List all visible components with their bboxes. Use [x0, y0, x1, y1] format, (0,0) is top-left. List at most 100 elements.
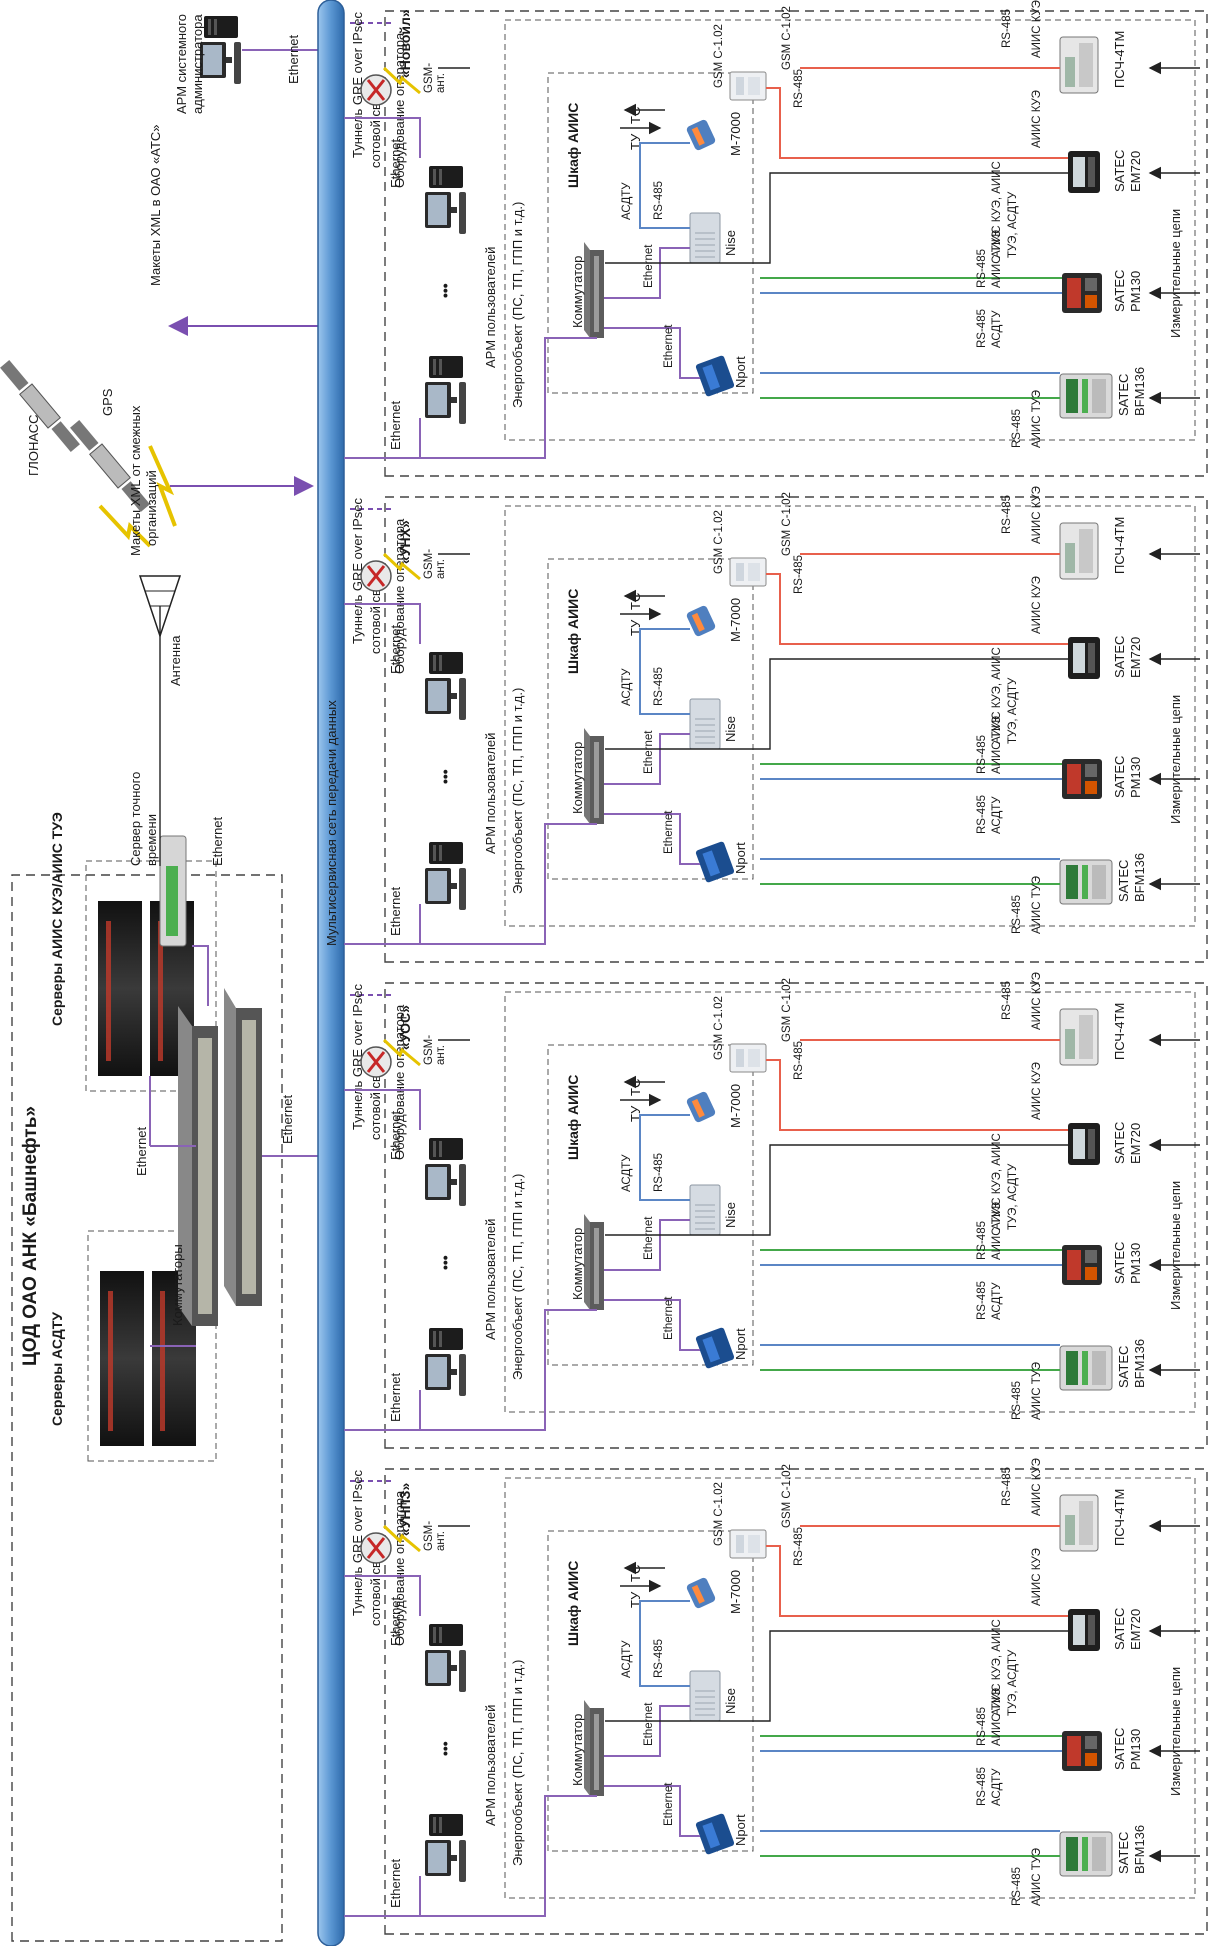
nport-eth [604, 328, 700, 378]
data-center-title: ЦОД ОАО АНК «Башнефть» [20, 1106, 41, 1366]
nise-label: Nise [723, 1688, 738, 1714]
rs485-label: RS-485 [793, 1527, 805, 1566]
ant-label: ант. [435, 73, 447, 93]
satec-bfm-label-2: BFM136 [1132, 853, 1147, 902]
arm-users-label: АРМ пользователей [483, 247, 498, 368]
satec-pm-label-2: PM130 [1128, 1243, 1143, 1284]
rs485-label: RS-485 [1011, 1381, 1023, 1420]
nport-icon [695, 1327, 735, 1369]
multiservice-bus: Мультисервисная сеть передачи данных [318, 0, 344, 1946]
m7000-icon [686, 119, 717, 152]
admin-workstation-icon [200, 16, 241, 84]
satec-em-label-1: SATEC [1112, 1608, 1127, 1650]
energy-object-label: Энергообъект (ПС, ТП, ГПП и т.д.) [510, 1174, 525, 1380]
rs485-label: RS-485 [976, 795, 988, 834]
gsm-c102-label: GSM C-1.02 [781, 1464, 793, 1528]
nport-eth [604, 1786, 700, 1836]
satec-em720-icon [1068, 151, 1100, 193]
ethernet-label: Ethernet [280, 1094, 295, 1144]
user-workstation-icon [425, 356, 466, 424]
measurement-circuits-label: Измерительные цепи [1168, 695, 1183, 824]
antenna-label: Антенна [168, 635, 183, 686]
em720-rs485-link [766, 1060, 1068, 1130]
switch-label: Коммутатор [570, 1714, 585, 1786]
ethernet-label: Ethernet [643, 730, 655, 774]
nise-icon [690, 1671, 720, 1721]
satec-bfm-label-1: SATEC [1116, 374, 1131, 416]
satec-bfm-label-2: BFM136 [1132, 367, 1147, 416]
nport-eth [604, 1300, 700, 1350]
asdtu-label: АСДТУ [991, 1768, 1003, 1806]
m7000-icon [686, 1577, 717, 1610]
ethernet-label: Ethernet [286, 34, 301, 84]
user-eth-link [344, 1876, 420, 1916]
rs485-label: RS-485 [653, 667, 665, 706]
aiis-kue-tue-label-1: АИИС КУЭ, АИИС [991, 647, 1003, 744]
gsm-modem-icon [730, 558, 766, 586]
cabinet-switch-icon [584, 242, 604, 338]
gsm-c102-label: GSM C-1.02 [713, 510, 725, 574]
satec-em-label-2: EM720 [1128, 1609, 1143, 1650]
satec-pm-label-1: SATEC [1112, 756, 1127, 798]
ant-label: ант. [435, 1531, 447, 1551]
router-icon [361, 1047, 391, 1077]
satec-pm-label-1: SATEC [1112, 1728, 1127, 1770]
tc-label: ТС [628, 593, 643, 610]
asdtu-label: АСДТУ [991, 796, 1003, 834]
satec-pm-label-2: PM130 [1128, 271, 1143, 312]
ethernet-label: Ethernet [643, 244, 655, 288]
time-server-label-2: времени [144, 814, 159, 866]
user-workstation-icon [425, 1328, 466, 1396]
tc-label: ТС [628, 1079, 643, 1096]
aiis-kue-label: АИИС КУЭ [1031, 1062, 1043, 1120]
m7000-label: M-7000 [728, 112, 743, 156]
ellipsis-label: ••• [437, 1255, 453, 1270]
rs485-label: RS-485 [653, 1639, 665, 1678]
asdtu-rs485-link [640, 629, 690, 714]
rs485-label: RS-485 [976, 309, 988, 348]
ethernet-label: Ethernet [388, 138, 403, 188]
aiis-kue-tue-label-2: ТУЭ, АСДТУ [1007, 191, 1019, 258]
energy-object-label: Энергообъект (ПС, ТП, ГПП и т.д.) [510, 688, 525, 894]
cabinet-switch-icon [584, 728, 604, 824]
satec-pm-label-2: PM130 [1128, 757, 1143, 798]
rs485-label: RS-485 [1011, 409, 1023, 448]
em720-rs485-link [766, 574, 1068, 644]
router-icon [361, 1533, 391, 1563]
rs485-label: RS-485 [1011, 895, 1023, 934]
admin-label-1: АРМ системного [174, 14, 189, 114]
user-workstation-icon [425, 1814, 466, 1882]
xml-in-label-2: организаций [144, 470, 159, 546]
aiis-kue-tue-label-1: АИИС КУЭ, АИИС [991, 1133, 1003, 1230]
xml-in-label-1: Макеты XML от смежных [128, 405, 143, 556]
aiis-kue-label: АИИС КУЭ [1031, 1458, 1043, 1516]
aiis-kue-label: АИИС КУЭ [1031, 90, 1043, 148]
ethernet-label: Ethernet [388, 1596, 403, 1646]
satec-bfm-label-1: SATEC [1116, 860, 1131, 902]
rs485-label: RS-485 [976, 735, 988, 774]
asdtu-rs485-link [640, 1115, 690, 1200]
satec-pm130-icon [1062, 1245, 1102, 1285]
energy-object-label: Энергообъект (ПС, ТП, ГПП и т.д.) [510, 202, 525, 408]
psch-4tm-icon [1060, 1009, 1098, 1065]
cabinet-switch-icon [584, 1700, 604, 1796]
ethernet-label: Ethernet [663, 1782, 675, 1826]
m7000-label: M-7000 [728, 598, 743, 642]
nport-icon [695, 355, 735, 397]
psch-4tm-icon [1060, 523, 1098, 579]
gsm-c102-label: GSM C-1.02 [781, 492, 793, 556]
aiis-kue-tue-label-1: АИИС КУЭ, АИИС [991, 1619, 1003, 1716]
em720-rs485-link [766, 1546, 1068, 1616]
rs485-label: RS-485 [1001, 1467, 1013, 1506]
psch-label: ПСЧ-4ТМ [1112, 517, 1127, 574]
aiis-kue-label: АИИС КУЭ [1031, 486, 1043, 544]
rs485-label: RS-485 [976, 1281, 988, 1320]
nise-label: Nise [723, 716, 738, 742]
xml-flows: Макеты XML в ОАО «АТС» Макеты XML от сме… [128, 124, 318, 556]
rs485-label: RS-485 [976, 1767, 988, 1806]
nport-label: Nport [733, 842, 748, 874]
measurement-circuits-label: Измерительные цепи [1168, 209, 1183, 338]
ethernet-label: Ethernet [663, 324, 675, 368]
